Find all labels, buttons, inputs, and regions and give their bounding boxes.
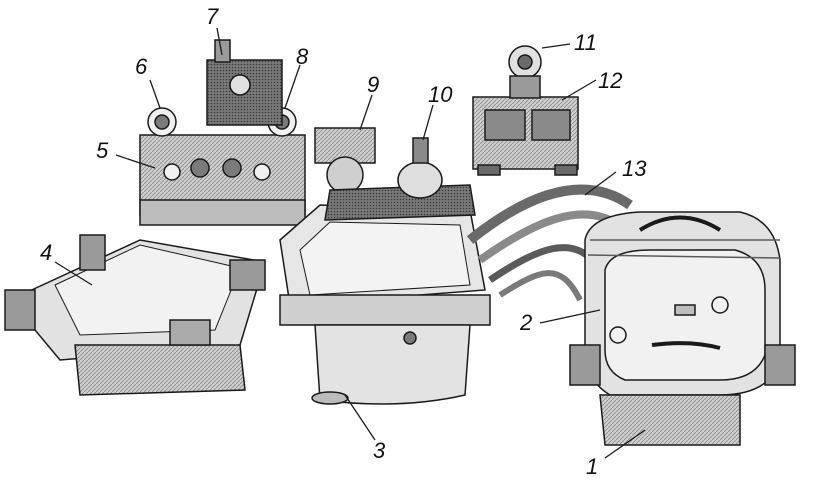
callout-2: 2 [520,310,533,335]
callout-6: 6 [135,54,148,79]
callout-13: 13 [622,156,647,181]
control-panel-unit [139,39,306,226]
left-mounting-tray [4,234,266,396]
callout-11: 11 [574,30,597,55]
callout-4: 4 [40,240,53,265]
right-housing [569,211,796,446]
callout-9: 9 [367,72,380,97]
leader-lines [54,27,646,459]
right-upper-device [472,45,579,176]
callout-8: 8 [296,44,309,69]
callout-10: 10 [428,82,453,107]
central-mounting-tray [279,204,491,405]
callout-12: 12 [598,68,623,93]
callout-7: 7 [206,4,219,29]
middle-devices [314,127,476,221]
callout-5: 5 [96,138,109,163]
callout-3: 3 [373,438,386,463]
callout-1: 1 [586,454,599,479]
